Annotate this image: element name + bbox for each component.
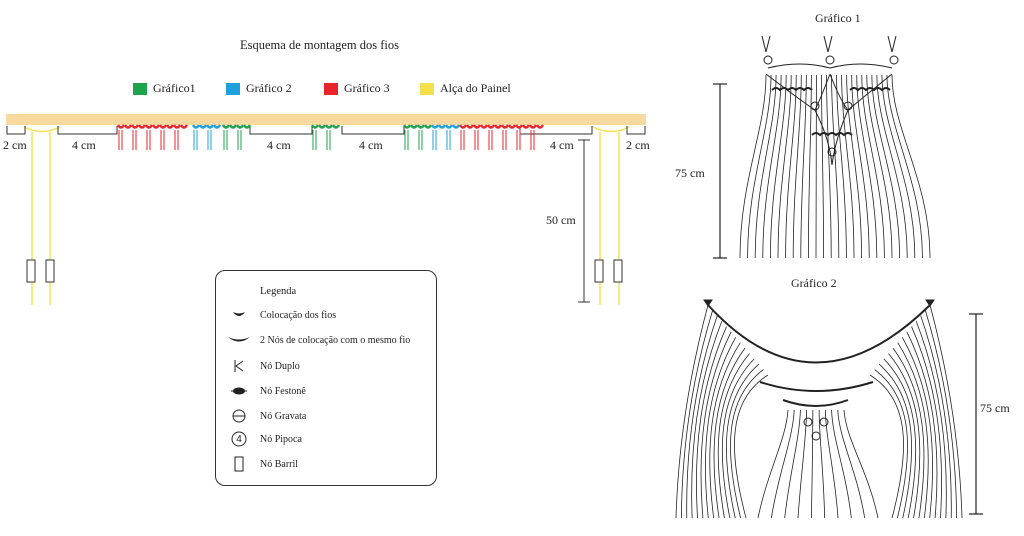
grafico-2-drawing <box>675 299 983 519</box>
key-label: Gráfico 2 <box>246 81 292 95</box>
legend-label: 2 Nós de colocação com o mesmo fio <box>260 334 411 346</box>
key-swatch-red <box>324 82 338 95</box>
legend-item: Nó Duplo <box>228 359 300 373</box>
dim-left-edge: 2 cm <box>3 138 27 152</box>
panel-bar <box>6 114 646 125</box>
legend-item: Nó Barril <box>228 456 299 472</box>
key-swatch-green <box>133 82 147 95</box>
dim-gap-4: 4 cm <box>550 138 574 152</box>
legend-label: Nó Pipoca <box>260 433 302 445</box>
key-label: Alça do Painel <box>440 81 511 95</box>
legend-label: Nó Duplo <box>260 360 300 372</box>
legend-label: Colocação dos fios <box>260 309 337 321</box>
legend-item: Nó Gravata <box>228 409 306 423</box>
legend-item: 4 Nó Pipoca <box>228 431 302 447</box>
key-grafico-2: Gráfico 2 <box>226 81 292 96</box>
grafico-1-drawing <box>713 35 931 259</box>
barrel-knots <box>26 259 623 283</box>
key-grafico-3: Gráfico 3 <box>324 81 390 96</box>
grafico-1-knots <box>761 35 899 166</box>
grafico-2-title: Gráfico 2 <box>791 276 837 290</box>
dim-gap-3: 4 cm <box>359 138 383 152</box>
assembly-diagram <box>6 114 646 305</box>
grafico-1-festone-row <box>771 87 891 137</box>
pipoca-badge: 4 <box>236 434 242 445</box>
legend-label: Nó Barril <box>260 458 299 470</box>
legend-item: Nó Festonê <box>228 384 306 398</box>
double-lark-head-icon <box>228 333 250 347</box>
legend-item: Colocação dos fios <box>228 308 336 322</box>
grafico-1-title: Gráfico 1 <box>815 11 861 25</box>
legend-box: Legenda Colocação dos fios 2 Nós de colo… <box>215 270 437 486</box>
grafico-1-cords <box>739 74 931 259</box>
legend-item: 2 Nós de colocação com o mesmo fio <box>228 333 410 347</box>
gravata-knot-icon <box>228 409 250 423</box>
dim-gap-1: 4 cm <box>72 138 96 152</box>
dimension-ticks <box>6 126 646 303</box>
dim-right-edge: 2 cm <box>626 138 650 152</box>
key-label: Gráfico 3 <box>344 81 390 95</box>
legend-label: Nó Gravata <box>260 410 307 422</box>
key-alca-painel: Alça do Painel <box>420 81 511 96</box>
diagram-title: Esquema de montagem dos fios <box>240 38 399 52</box>
grafico-1-length: 75 cm <box>675 166 705 180</box>
k-knot-icon <box>228 359 250 373</box>
colored-cords <box>116 124 545 150</box>
key-swatch-blue <box>226 82 240 95</box>
grafico-2-cords <box>675 304 963 519</box>
barrel-knot-icon <box>228 456 250 472</box>
dim-gap-2: 4 cm <box>267 138 291 152</box>
dim-drop: 50 cm <box>546 213 576 227</box>
legend-title: Legenda <box>260 286 297 297</box>
key-label: Gráfico1 <box>153 81 196 95</box>
key-swatch-yellow <box>420 82 434 95</box>
key-grafico-1: Gráfico1 <box>133 81 196 96</box>
legend-label: Nó Festonê <box>260 385 306 397</box>
grafico-2-length: 75 cm <box>980 401 1010 415</box>
grafico-2-festone <box>707 304 931 407</box>
grafico-2-knots <box>703 299 935 441</box>
lark-head-icon <box>228 308 250 322</box>
pipoca-knot-icon: 4 <box>228 431 250 447</box>
festone-knot-icon <box>228 384 250 398</box>
